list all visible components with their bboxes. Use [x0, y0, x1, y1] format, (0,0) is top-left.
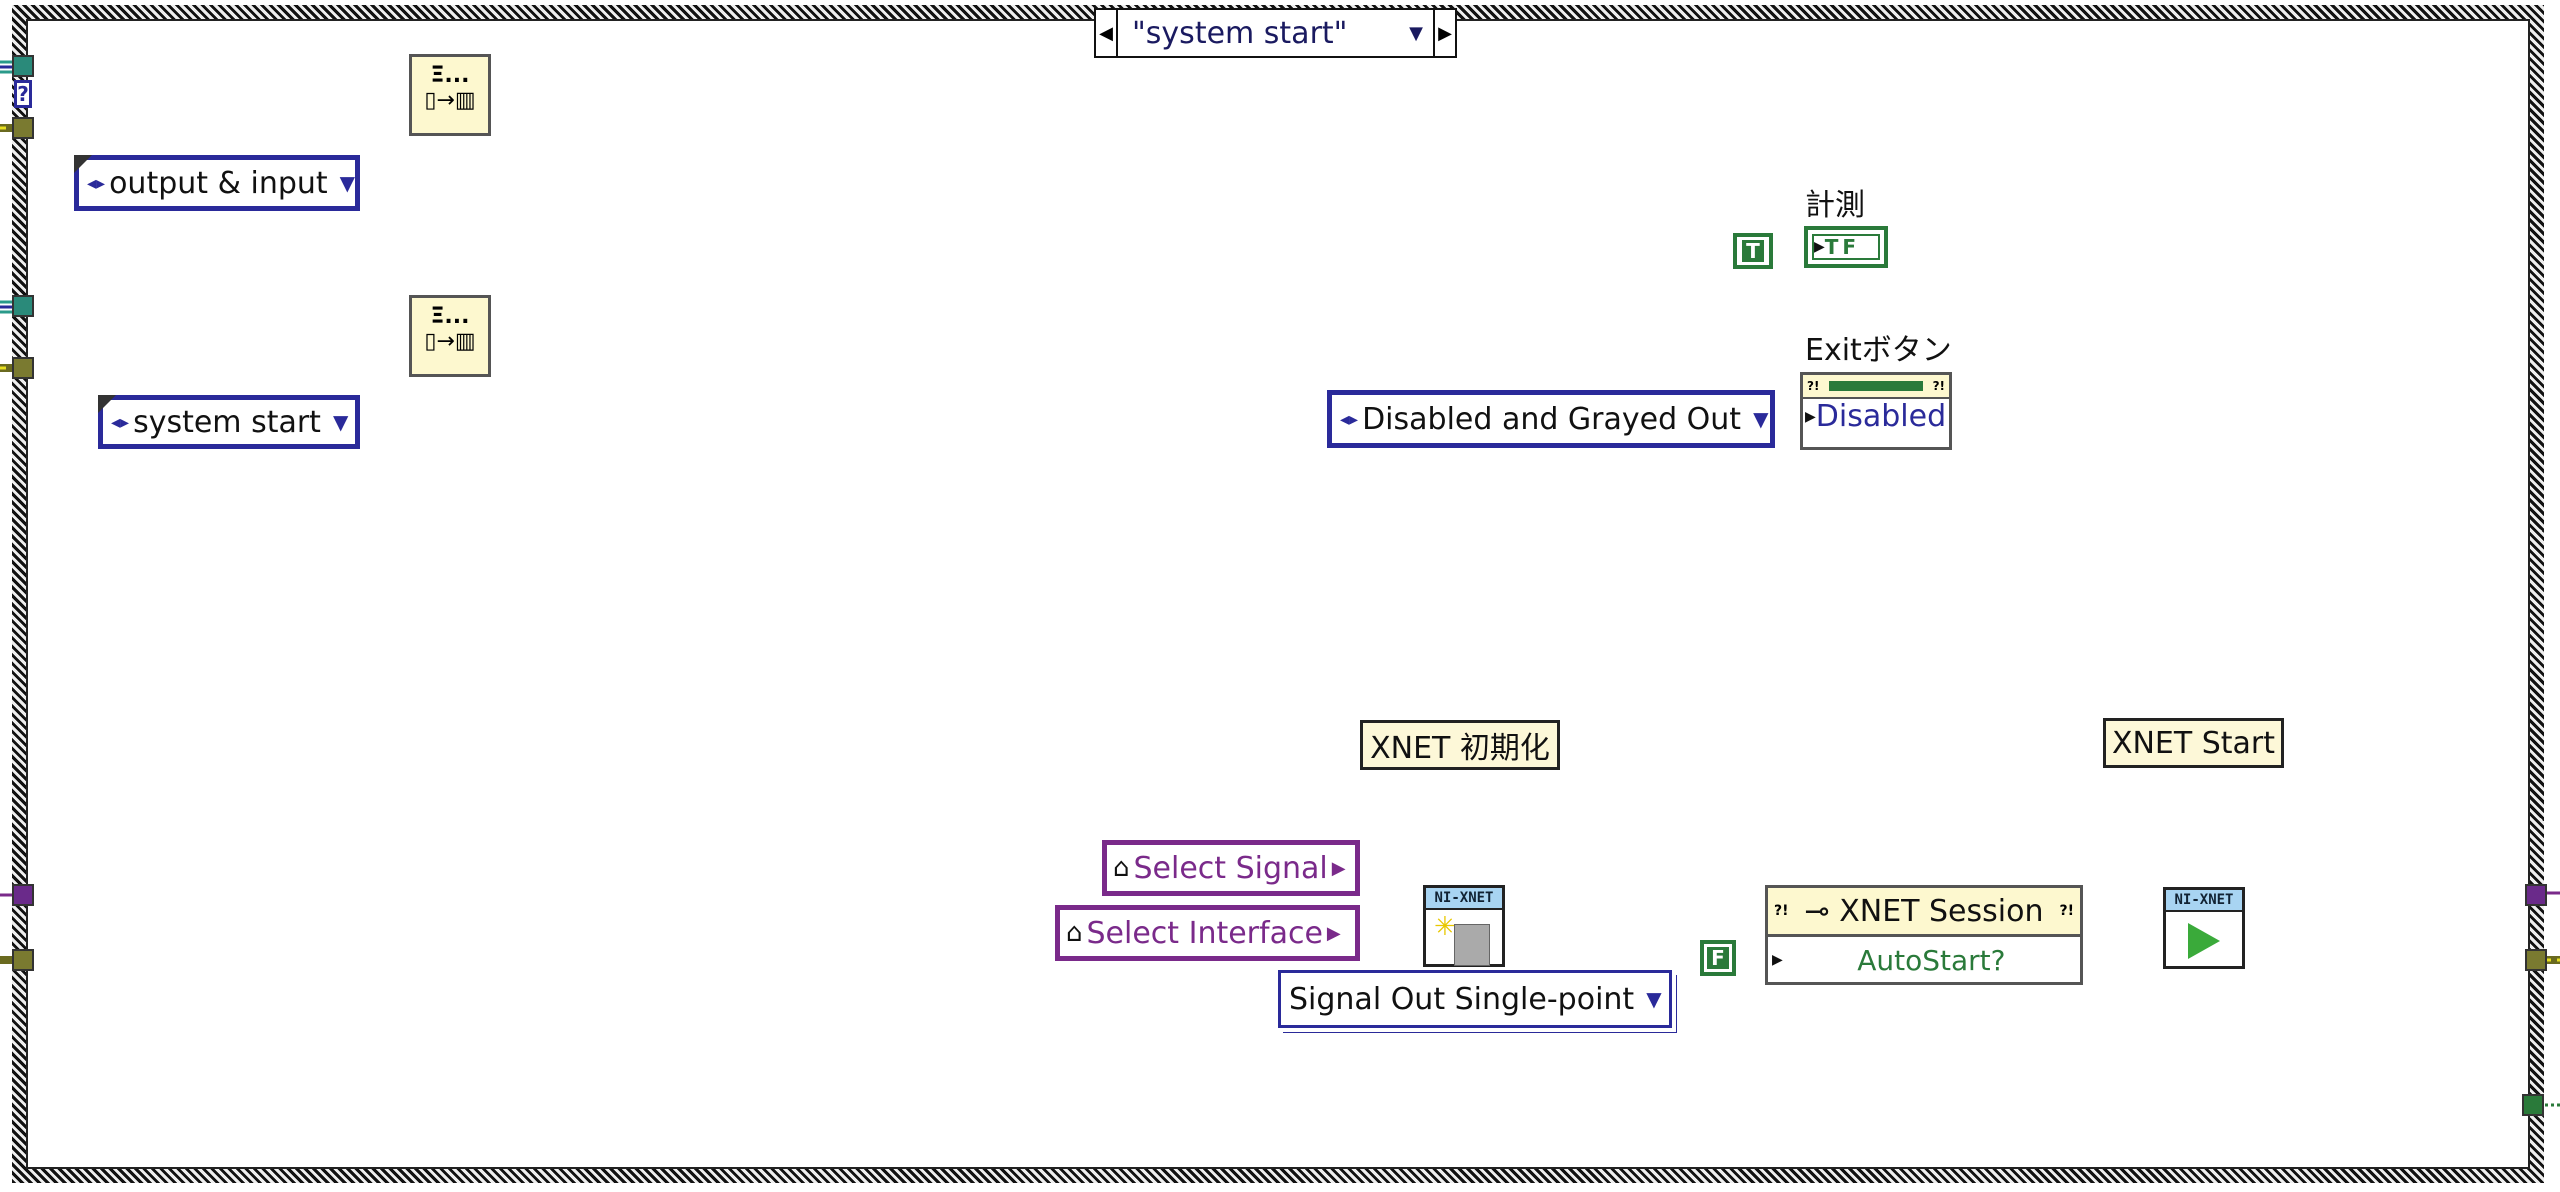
- browse-arrow-icon[interactable]: ▶: [1331, 857, 1346, 879]
- xnet-header: NI-XNET: [1426, 888, 1502, 910]
- error-tunnel-2[interactable]: [12, 357, 34, 379]
- true-constant[interactable]: T: [1733, 233, 1773, 269]
- case-selector-label: "system start": [1132, 15, 1348, 51]
- enum-constant-disabled[interactable]: ◂▸ Disabled and Grayed Out ▼: [1327, 390, 1775, 448]
- control-reference-bar: [1829, 381, 1923, 391]
- dropdown-icon[interactable]: ▼: [332, 410, 349, 434]
- queue-tunnel-1[interactable]: [12, 55, 34, 77]
- property-name: Disabled: [1815, 399, 1947, 434]
- session-tunnel-right[interactable]: [2525, 884, 2547, 906]
- session-title-text: XNET Session: [1839, 893, 2044, 929]
- enqueue-arrow-icon: ▯→▥: [424, 88, 476, 113]
- error-tunnel-right[interactable]: [2525, 949, 2547, 971]
- xnet-start-node[interactable]: NI-XNET: [2163, 887, 2245, 969]
- increment-decrement-icon[interactable]: ◂▸: [1340, 408, 1359, 430]
- property-name: AutoStart?: [1857, 943, 2006, 977]
- enum-constant-output-input[interactable]: ◂▸ output & input ▼: [74, 155, 360, 211]
- exit-button-property-node[interactable]: ?! ?! ▶ Disabled: [1800, 372, 1952, 450]
- input-arrow-icon: ▶: [1814, 239, 1825, 255]
- increment-decrement-icon[interactable]: ◂▸: [87, 172, 106, 194]
- case-selector[interactable]: ◀ "system start" ▼ ▶: [1094, 8, 1457, 58]
- select-interface-constant[interactable]: ⌂ Select Interface ▶: [1055, 905, 1360, 961]
- true-constant-value: T: [1742, 240, 1764, 262]
- xnet-start-label: XNET Start: [2103, 718, 2284, 768]
- play-icon: [2166, 912, 2242, 970]
- case-selector-value[interactable]: "system start" ▼: [1118, 16, 1433, 51]
- input-arrow-icon: ▶: [1772, 952, 1783, 968]
- enqueue-arrow-icon: ▯→▥: [424, 329, 476, 354]
- error-in-icon: ?!: [1774, 903, 1789, 919]
- enqueue-element-node-2[interactable]: Ξ... ▯→▥: [409, 295, 491, 377]
- new-document-icon: ✳: [1426, 910, 1502, 968]
- dropdown-icon[interactable]: ▼: [1753, 407, 1769, 431]
- error-tunnel-1[interactable]: [12, 117, 34, 139]
- enum-constant-system-start[interactable]: ◂▸ system start ▼: [98, 395, 360, 449]
- home-icon: ⌂: [1066, 918, 1083, 948]
- indicator-type: TF: [1824, 235, 1861, 259]
- down-triangle-icon[interactable]: ▼: [1409, 22, 1423, 44]
- measure-indicator[interactable]: ▶ TF: [1804, 226, 1888, 268]
- session-ref-icon: ⊸: [1804, 893, 1840, 929]
- false-constant-value: F: [1707, 947, 1729, 969]
- dropdown-icon[interactable]: ▼: [1646, 987, 1662, 1011]
- bool-tunnel-right[interactable]: [2522, 1094, 2544, 1116]
- browse-arrow-icon[interactable]: ▶: [1326, 922, 1341, 944]
- ring-value: Select Interface: [1086, 915, 1323, 951]
- input-arrow-icon: ▶: [1805, 408, 1816, 425]
- enum-value: Disabled and Grayed Out: [1362, 401, 1742, 437]
- xnet-create-session-node[interactable]: NI-XNET ✳: [1423, 885, 1505, 967]
- error-out-icon: ?!: [1932, 379, 1945, 393]
- error-in-icon: ?!: [1807, 379, 1820, 393]
- case-selector-tunnel[interactable]: ?: [14, 80, 32, 108]
- property-node-header: ?! ?!: [1803, 375, 1949, 399]
- exit-button-label: Exitボタン: [1805, 333, 1952, 368]
- xnet-mode-constant[interactable]: Signal Out Single-point ▼: [1278, 970, 1672, 1028]
- dropdown-icon[interactable]: ▼: [339, 171, 356, 195]
- xnet-init-label: XNET 初期化: [1360, 720, 1560, 770]
- false-constant[interactable]: F: [1700, 940, 1736, 976]
- property-row-autostart[interactable]: ▶ AutoStart?: [1768, 937, 2080, 983]
- enum-value: Signal Out Single-point: [1289, 981, 1635, 1017]
- type-def-corner: [74, 155, 92, 173]
- queue-enqueue-icon: Ξ...: [430, 63, 470, 88]
- left-triangle-icon[interactable]: ◀: [1096, 10, 1118, 56]
- error-out-icon: ?!: [2059, 903, 2074, 919]
- session-title: ⊸ XNET Session: [1805, 894, 2044, 929]
- xnet-session-property-node[interactable]: ?! ⊸ XNET Session ?! ▶ AutoStart?: [1765, 885, 2083, 985]
- measure-label: 計測: [1805, 188, 1865, 223]
- increment-decrement-icon[interactable]: ◂▸: [111, 411, 130, 433]
- queue-enqueue-icon: Ξ...: [430, 304, 470, 329]
- session-tunnel-left[interactable]: [12, 884, 34, 906]
- enum-value: output & input: [109, 165, 328, 201]
- enum-value: system start: [133, 404, 321, 440]
- queue-tunnel-2[interactable]: [12, 295, 34, 317]
- home-icon: ⌂: [1113, 853, 1130, 883]
- type-def-corner: [98, 395, 116, 413]
- xnet-header: NI-XNET: [2166, 890, 2242, 912]
- property-row-disabled[interactable]: ▶ Disabled: [1803, 399, 1949, 434]
- ring-value: Select Signal: [1133, 850, 1328, 886]
- property-node-header: ?! ⊸ XNET Session ?!: [1768, 888, 2080, 937]
- enqueue-element-node-1[interactable]: Ξ... ▯→▥: [409, 54, 491, 136]
- select-signal-constant[interactable]: ⌂ Select Signal ▶: [1102, 840, 1360, 896]
- right-triangle-icon[interactable]: ▶: [1433, 10, 1455, 56]
- error-tunnel-left[interactable]: [12, 949, 34, 971]
